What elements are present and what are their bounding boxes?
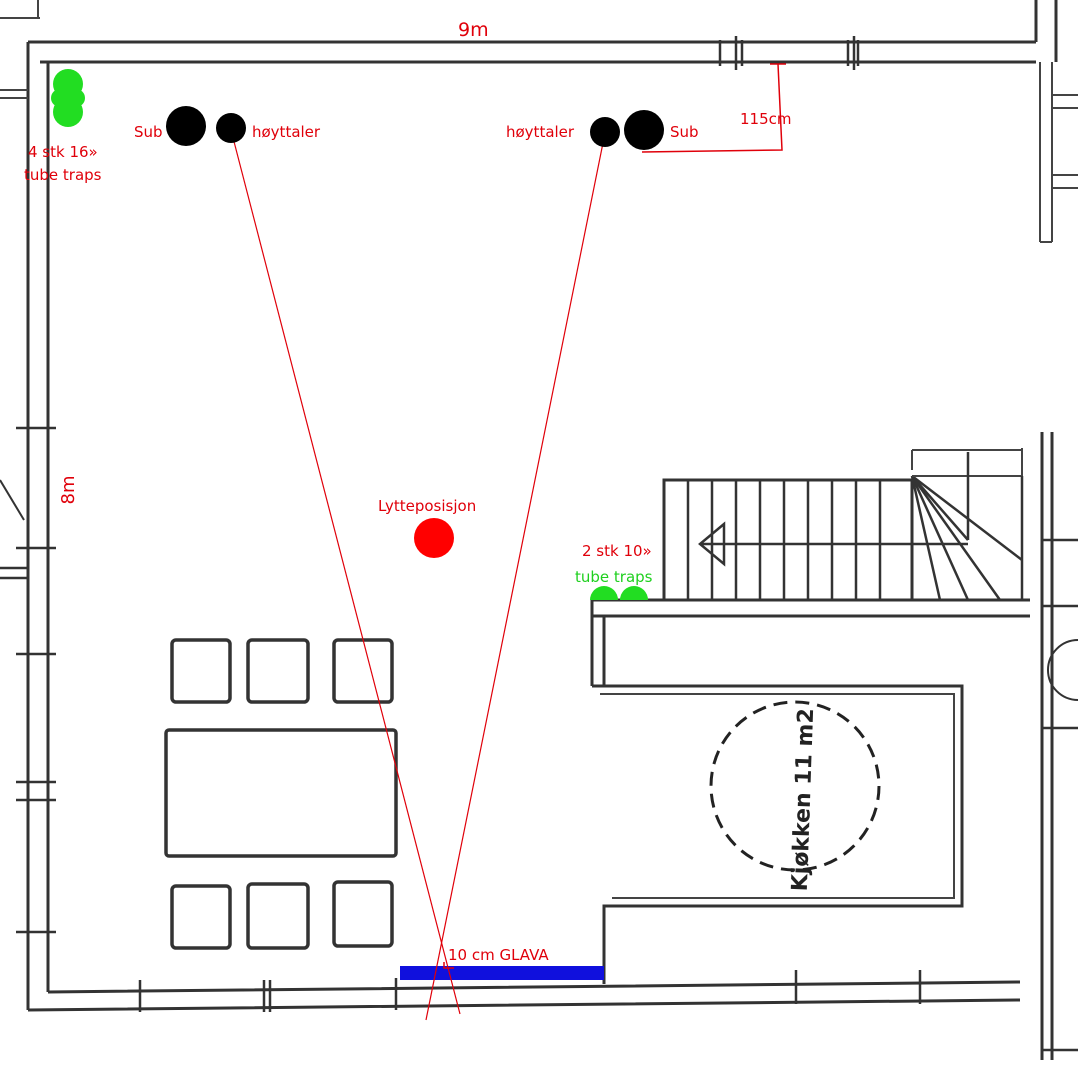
right-door-arc — [1047, 639, 1078, 701]
tube-traps-stairs-line2: tube traps — [575, 568, 653, 586]
glava-marker — [443, 962, 454, 969]
staircase — [590, 449, 1030, 686]
right-sub — [624, 110, 664, 150]
left-sub — [166, 106, 206, 146]
kitchen-label: Kjøkken 11 m2 — [788, 708, 819, 892]
right-speaker — [590, 117, 620, 147]
offset-label: 115cm — [740, 110, 792, 128]
tube-trap — [67, 89, 85, 107]
glava-label: 10 cm GLAVA — [448, 946, 549, 964]
tube-traps-corner-line2: tube traps — [24, 166, 102, 184]
wall-ticks — [0, 36, 1078, 1052]
chair — [170, 884, 232, 950]
right-sub-label: Sub — [670, 123, 699, 141]
sight-lines — [230, 129, 606, 1021]
glava-absorber — [400, 966, 604, 980]
kitchen-zone-circle — [709, 700, 881, 872]
tube-traps-corner — [51, 69, 85, 127]
chair — [332, 638, 394, 704]
right-speaker-label: høyttaler — [506, 123, 575, 141]
listening-label: Lytteposisjon — [378, 497, 476, 515]
tube-trap — [51, 89, 69, 107]
chair — [246, 882, 310, 950]
width-label: 9m — [458, 19, 489, 41]
tube-traps-stairs-line1: 2 stk 10» — [582, 542, 652, 560]
dining-set — [164, 638, 398, 950]
listening-position — [414, 518, 454, 558]
tube-traps-stairs — [590, 586, 648, 600]
dining-table — [164, 728, 398, 858]
kitchen-counter — [592, 684, 964, 984]
left-speaker — [216, 113, 246, 143]
chair — [332, 880, 394, 948]
tube-trap — [620, 586, 648, 600]
chair — [170, 638, 232, 704]
depth-label: 8m — [58, 476, 79, 505]
tube-trap — [590, 586, 618, 600]
tube-traps-corner-line1: 4 stk 16» — [28, 143, 98, 161]
left-speaker-label: høyttaler — [252, 123, 321, 141]
chair — [246, 638, 310, 704]
left-door-swing — [0, 479, 25, 521]
left-sub-label: Sub — [134, 123, 163, 141]
offset-dimension — [641, 63, 786, 153]
